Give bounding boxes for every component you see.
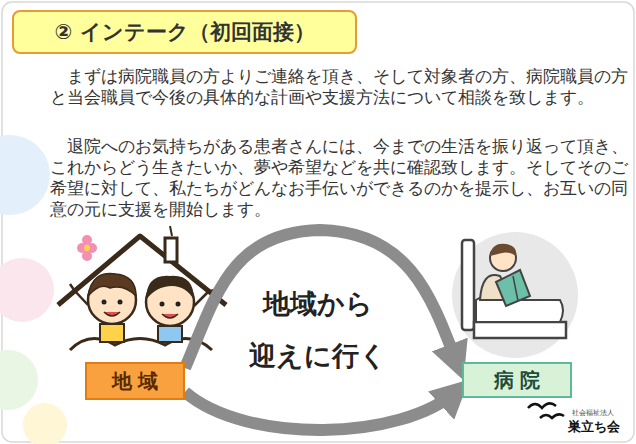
- body-paragraph: 退院へのお気持ちがある患者さんには、今までの生活を振り返って頂き、これからどう生…: [50, 136, 628, 220]
- balloon: [0, 350, 38, 410]
- box-text: ② インテーク（初回面接）: [54, 18, 314, 46]
- balloon: [0, 135, 50, 215]
- hospital-illustration: [452, 232, 578, 358]
- balloon: [23, 403, 67, 444]
- community-box: 地 域: [85, 362, 185, 400]
- title-box: ② インテーク（初回面接）: [12, 10, 357, 54]
- logo-birds: [528, 403, 564, 418]
- org-name: 巣立ち会: [568, 418, 630, 436]
- box-text: 病 院: [494, 367, 541, 394]
- center-caption: 地域から 迎えに行く: [218, 278, 418, 382]
- corp-type: 社会福祉法人: [572, 408, 632, 418]
- balloon: [0, 258, 54, 322]
- curved-arrow: [185, 390, 458, 430]
- body-paragraph: まずは病院職員の方よりご連絡を頂き、そして対象者の方、病院職員の方と当会職員で今…: [50, 66, 628, 108]
- hospital-box: 病 院: [462, 362, 572, 398]
- box-text: 地 域: [112, 368, 159, 395]
- flower: [77, 235, 97, 261]
